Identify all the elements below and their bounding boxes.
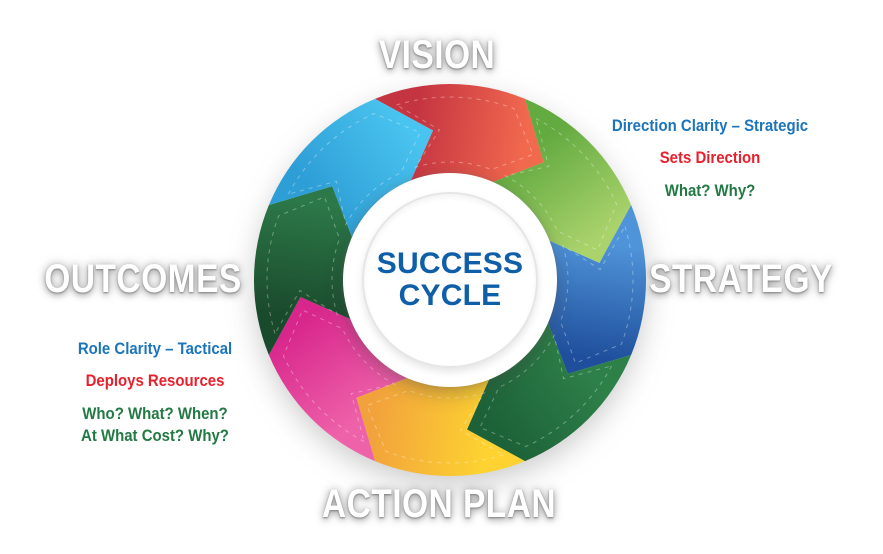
wheel-segment-blue-right [547,205,647,374]
wheel-segment-lime-top-right [490,98,632,264]
segment-dashed-outline [503,117,618,251]
segment-dashed-outline [479,333,613,448]
cycle-title-line1: SUCCESS [376,247,524,281]
wheel-segment-green-bottom-right [467,320,632,462]
center-disc: SUCCESS CYCLE [343,173,557,387]
cycle-title: SUCCESS CYCLE [377,248,523,312]
outcomes-annotation: Role Clarity – Tactical Deploys Resource… [78,339,232,459]
wheel-segment-forest-left [253,186,353,355]
annotation-line: Direction Clarity – Strategic [611,116,809,135]
strategy-annotation: Direction Clarity – Strategic Sets Direc… [612,116,808,213]
wheel-segment-yellow-bottom [356,377,525,477]
annotation-line: What? Why? [664,180,756,200]
annotation-line: Sets Direction [659,148,761,168]
stage-label-strategy: STRATEGY [649,257,833,301]
cycle-title-line2: CYCLE [398,279,502,312]
wheel-segment-pink-bottom-left [268,297,410,462]
annotation-line: At What Cost? Why? [81,426,229,446]
segment-dashed-outline [287,112,421,227]
stage-label-vision: VISION [378,33,496,77]
stage-label-action-plan: ACTION PLAN [321,482,557,526]
segment-dashed-outline [559,225,634,364]
wheel-segment-cyan-top-left [268,98,433,240]
wheel-segment-coral-top [375,83,544,183]
segment-dashed-outline [266,196,341,335]
annotation-line: Deploys Resources [85,371,225,391]
segment-dashed-outline [282,309,397,443]
stage-label-outcomes: OUTCOMES [44,257,242,301]
segment-dashed-outline [395,96,534,171]
annotation-line: Role Clarity – Tactical [77,339,233,358]
segment-dashed-outline [366,389,505,464]
annotation-line: Who? What? When? [82,403,228,423]
center-disc-ring: SUCCESS CYCLE [362,192,538,368]
